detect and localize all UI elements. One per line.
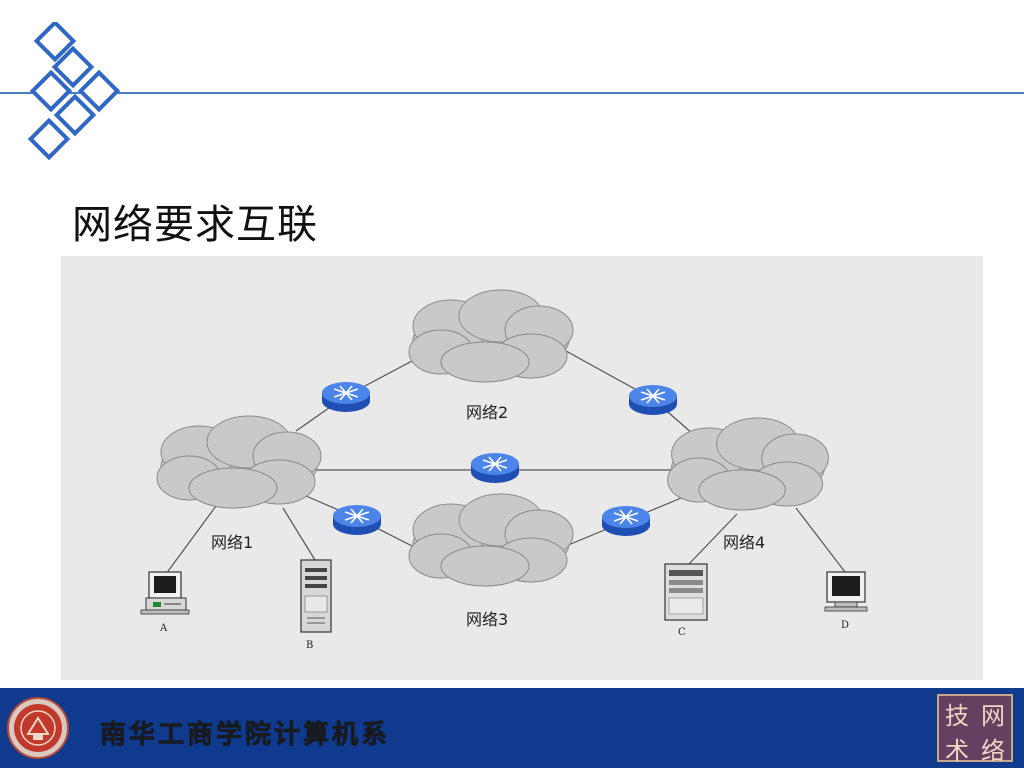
host-label-C: C	[678, 627, 686, 638]
stamp-char-3: 术	[945, 737, 969, 765]
router-icon-net3-net4	[601, 505, 651, 537]
host-label-A: A	[159, 623, 168, 634]
server-icon-B	[300, 559, 332, 633]
link-net1-hostA	[165, 505, 217, 575]
institution-name: 南华工商学院计算机系	[100, 720, 391, 750]
desktop-computer-icon-A	[140, 571, 190, 615]
network-label-1: 网络1	[211, 533, 253, 552]
cloud-net2-icon	[408, 289, 574, 383]
stamp-char-1: 技	[945, 702, 969, 730]
stamp-char-2: 网	[981, 702, 1005, 730]
router-icon-net1-net4	[470, 452, 520, 484]
university-seal-icon	[7, 697, 69, 759]
link-net1-hostB	[282, 507, 316, 561]
network-diagram: 网络2 网络1 网络4 网络3 A B	[61, 256, 983, 680]
technology-network-stamp: 技 网 术 络	[937, 694, 1013, 765]
cloud-net4-icon	[667, 417, 829, 511]
slide-title: 网络要求互联	[72, 202, 318, 248]
network-label-4: 网络4	[723, 533, 765, 552]
diamond-logo-icon	[27, 22, 121, 161]
cloud-net3-icon	[408, 493, 574, 587]
footer-bar: 南华工商学院计算机系	[0, 688, 1024, 768]
network-label-2: 网络2	[466, 403, 508, 422]
desktop-computer-icon-D	[824, 571, 868, 612]
network-diagram-svg: 网络2 网络1 网络4 网络3 A B	[140, 289, 868, 651]
link-net4-hostD	[795, 507, 846, 573]
link-net4-hostC	[688, 513, 738, 565]
server-icon-C	[664, 563, 708, 621]
cloud-net1-icon	[156, 415, 322, 509]
stamp-char-4: 络	[981, 737, 1005, 765]
router-icon-net1-net2	[321, 381, 371, 413]
host-label-D: D	[841, 620, 849, 631]
router-icon-net2-net4	[628, 384, 678, 416]
header-divider-line	[0, 92, 1024, 94]
network-label-3: 网络3	[466, 610, 508, 629]
router-icon-net1-net3	[332, 504, 382, 536]
host-label-B: B	[306, 640, 313, 651]
